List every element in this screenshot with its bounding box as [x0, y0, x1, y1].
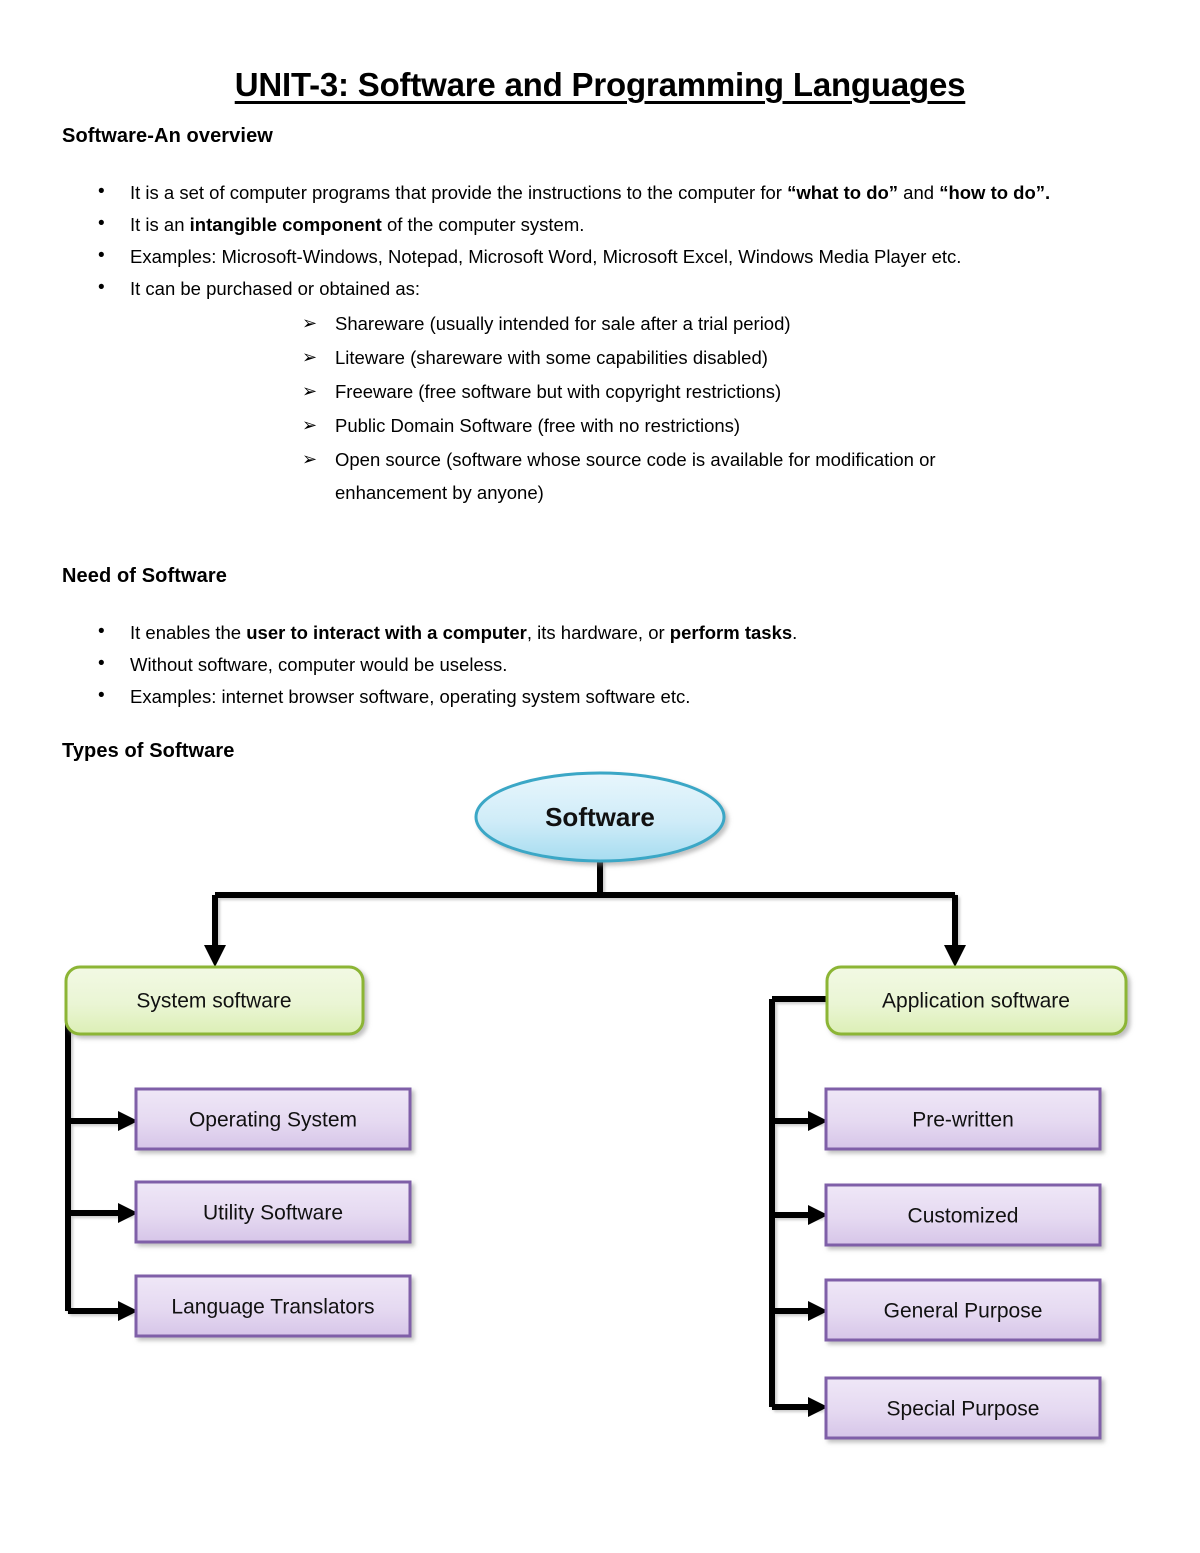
arrowhead-to-pre-written: [808, 1111, 828, 1131]
arrowhead-to-special-purpose: [808, 1397, 828, 1417]
node-operating-system-label: Operating System: [189, 1109, 357, 1132]
node-system-software: [64, 965, 365, 1036]
arrowhead-to-utility-software: [118, 1203, 138, 1223]
need-bullet-list: • It enables the user to interact with a …: [0, 618, 1200, 714]
arrow-bullet-icon: ➢: [302, 381, 318, 402]
bullet-marker-icon: •: [98, 653, 105, 674]
bullet-text-segment: It is an: [130, 214, 190, 235]
sub-bullet-item: ➢ Open source (software whose source code…: [130, 443, 1120, 509]
node-utility-software: [134, 1180, 412, 1244]
arrow-bullet-icon: ➢: [302, 449, 318, 470]
node-customized: [824, 1183, 1102, 1247]
node-general-purpose-label: General Purpose: [884, 1300, 1043, 1323]
connector-group-right: [769, 996, 829, 1410]
bullet-item: • It is a set of computer programs that p…: [0, 178, 1200, 207]
arrow-bullet-icon: ➢: [302, 313, 318, 334]
bullet-marker-icon: •: [98, 213, 105, 234]
bullet-marker-icon: •: [98, 621, 105, 642]
bullet-text-segment: It can be purchased or obtained as:: [130, 278, 421, 299]
bullet-text-emphasis: intangible component: [189, 214, 382, 235]
sub-bullet-text: Liteware (shareware with some capabiliti…: [335, 347, 768, 368]
bullet-item: • It can be purchased or obtained as: ➢ Sha…: [0, 274, 1200, 509]
bullet-text-segment: and: [898, 182, 940, 203]
node-root-label: Software: [545, 802, 655, 832]
bullet-marker-icon: •: [98, 245, 105, 266]
node-special-purpose: [824, 1376, 1102, 1440]
bullet-text-emphasis: perform tasks: [669, 622, 793, 643]
sub-bullet-text: Freeware (free software but with copyrig…: [335, 381, 782, 402]
software-types-diagram: Software System software Application sof…: [0, 755, 1200, 1455]
node-application-software: [825, 965, 1128, 1036]
bullet-text: It is a set of computer programs that pr…: [130, 182, 1050, 203]
node-special-purpose-label: Special Purpose: [887, 1398, 1040, 1421]
node-operating-system: [134, 1087, 412, 1151]
bullet-text: It is an intangible component of the com…: [130, 214, 584, 235]
bullet-item: • It is an intangible component of the co…: [0, 210, 1200, 239]
arrowhead-to-application-software: [944, 945, 966, 967]
bullet-marker-icon: •: [98, 277, 105, 298]
node-general-purpose: [824, 1278, 1102, 1342]
bullet-item: • Examples: Microsoft-Windows, Notepad, M…: [0, 242, 1200, 271]
sub-bullet-item: ➢ Liteware (shareware with some capabilit…: [130, 341, 1120, 374]
node-language-translators-label: Language Translators: [171, 1296, 374, 1319]
bullet-item: • It enables the user to interact with a …: [0, 618, 1200, 647]
heading-software-overview: Software-An overview: [62, 125, 273, 147]
sub-bullet-text: Public Domain Software (free with no res…: [335, 415, 741, 436]
connector-group-top: [212, 855, 958, 947]
bullet-text: Examples: internet browser software, ope…: [130, 686, 690, 707]
bullet-text-segment: Examples: internet browser software, ope…: [130, 686, 691, 707]
bullet-text-emphasis: “what to do”: [787, 182, 899, 203]
arrowhead-to-general-purpose: [808, 1301, 828, 1321]
bullet-item: • Examples: internet browser software, op…: [0, 682, 1200, 711]
node-pre-written: [824, 1087, 1102, 1151]
node-root-software: [474, 771, 726, 863]
bullet-text-emphasis: “how to do”.: [939, 182, 1051, 203]
sub-bullet-item: ➢ Public Domain Software (free with no re…: [130, 409, 1120, 442]
connector-group-left: [65, 1013, 132, 1314]
bullet-text-segment: of the computer system.: [381, 214, 585, 235]
sub-bullet-text: Open source (software whose source code …: [335, 449, 936, 503]
bullet-text: Examples: Microsoft-Windows, Notepad, Mi…: [130, 246, 961, 267]
sub-bullet-item: ➢ Shareware (usually intended for sale af…: [130, 307, 1120, 340]
sub-bullet-list: ➢ Shareware (usually intended for sale af…: [130, 307, 1120, 509]
bullet-text-emphasis: user to interact with a computer: [246, 622, 527, 643]
heading-need-of-software: Need of Software: [62, 565, 227, 587]
bullet-marker-icon: •: [98, 685, 105, 706]
arrowhead-to-language-translators: [118, 1301, 138, 1321]
node-pre-written-label: Pre-written: [912, 1109, 1014, 1132]
page-title: UNIT-3: Software and Programming Languag…: [234, 66, 966, 104]
arrowhead-to-system-software: [204, 945, 226, 967]
node-utility-software-label: Utility Software: [203, 1202, 343, 1225]
node-customized-label: Customized: [908, 1205, 1019, 1228]
bullet-text-segment: .: [792, 622, 798, 643]
arrow-bullet-icon: ➢: [302, 415, 318, 436]
bullet-marker-icon: •: [98, 181, 105, 202]
bullet-text-segment: Examples: Microsoft-Windows, Notepad, Mi…: [130, 246, 962, 267]
bullet-text-segment: It enables the: [130, 622, 247, 643]
sub-bullet-text: Shareware (usually intended for sale aft…: [335, 313, 791, 334]
arrowhead-to-customized: [808, 1205, 828, 1225]
overview-bullet-list: • It is a set of computer programs that p…: [0, 178, 1200, 512]
node-language-translators: [134, 1274, 412, 1338]
arrow-bullet-icon: ➢: [302, 347, 318, 368]
bullet-text: Without software, computer would be usel…: [130, 654, 507, 675]
bullet-item: • Without software, computer would be use…: [0, 650, 1200, 679]
bullet-text: It can be purchased or obtained as:: [130, 278, 420, 299]
node-application-software-label: Application software: [882, 990, 1070, 1013]
bullet-text-segment: , its hardware, or: [526, 622, 670, 643]
bullet-text-segment: Without software, computer would be usel…: [130, 654, 508, 675]
heading-types-of-software: Types of Software: [62, 740, 235, 762]
bullet-text-segment: It is a set of computer programs that pr…: [130, 182, 788, 203]
sub-bullet-item: ➢ Freeware (free software but with copyri…: [130, 375, 1120, 408]
arrowhead-to-operating-system: [118, 1111, 138, 1131]
diagram-canvas: Software System software Application sof…: [64, 771, 1128, 1440]
node-system-software-label: System software: [136, 990, 291, 1013]
bullet-text: It enables the user to interact with a c…: [130, 622, 797, 643]
